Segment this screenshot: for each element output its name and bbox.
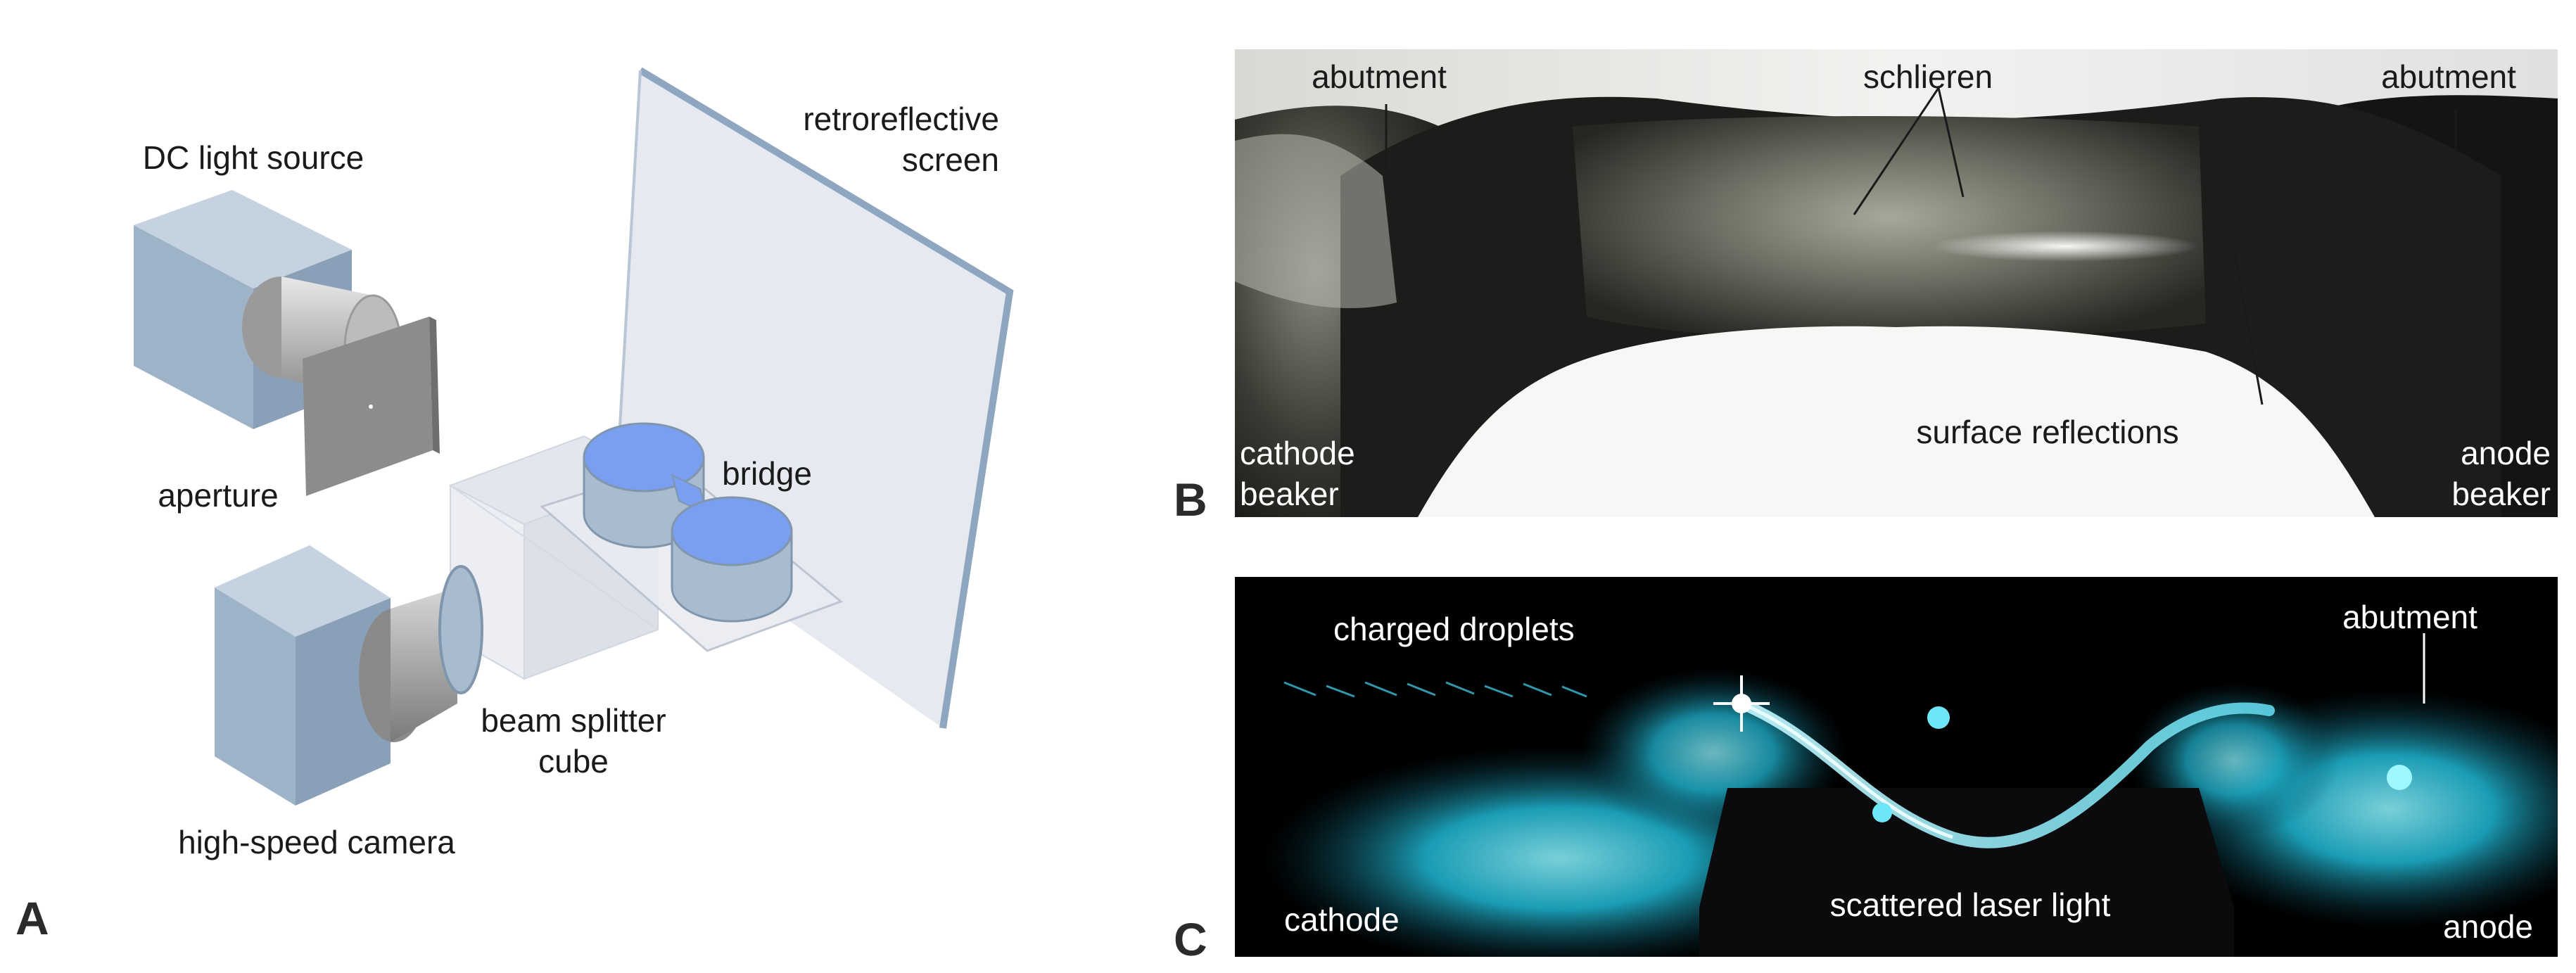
beaker-bridge	[583, 422, 793, 623]
label-b-surface-reflections: surface reflections	[1916, 414, 2179, 450]
label-screen-line2: screen	[901, 141, 999, 178]
label-c-cathode: cathode	[1284, 901, 1400, 938]
schlieren-photo	[1235, 49, 2558, 517]
label-b-anode-line1: anode	[2461, 435, 2551, 471]
laser-photo	[1235, 577, 2558, 957]
label-b-abutment-right: abutment	[2381, 58, 2516, 95]
label-c-scattered-laser: scattered laser light	[1829, 886, 2111, 923]
label-b-abutment-left: abutment	[1312, 58, 1447, 95]
label-splitter-line2: cube	[538, 743, 609, 780]
panel-b-letter: B	[1174, 473, 1207, 526]
label-c-charged-droplets: charged droplets	[1333, 611, 1575, 647]
panel-a-letter: A	[15, 892, 49, 944]
label-bridge: bridge	[722, 455, 812, 492]
setup-diagram	[134, 67, 1014, 806]
label-c-anode: anode	[2443, 908, 2533, 945]
label-splitter-line1: beam splitter	[481, 702, 666, 739]
camera-lens	[359, 565, 483, 742]
label-c-abutment: abutment	[2342, 599, 2477, 635]
label-high-speed-camera: high-speed camera	[178, 824, 455, 860]
label-dc-light-source: DC light source	[142, 139, 364, 176]
camera-housing	[215, 545, 391, 806]
label-b-anode-line2: beaker	[2451, 476, 2551, 512]
panel-c-letter: C	[1174, 913, 1207, 965]
label-b-cathode-line1: cathode	[1240, 435, 1355, 471]
label-aperture: aperture	[158, 477, 279, 514]
label-b-cathode-line2: beaker	[1240, 476, 1339, 512]
label-screen-line1: retroreflective	[803, 101, 999, 137]
label-b-schlieren: schlieren	[1863, 58, 1993, 95]
aperture-plate	[303, 317, 440, 496]
